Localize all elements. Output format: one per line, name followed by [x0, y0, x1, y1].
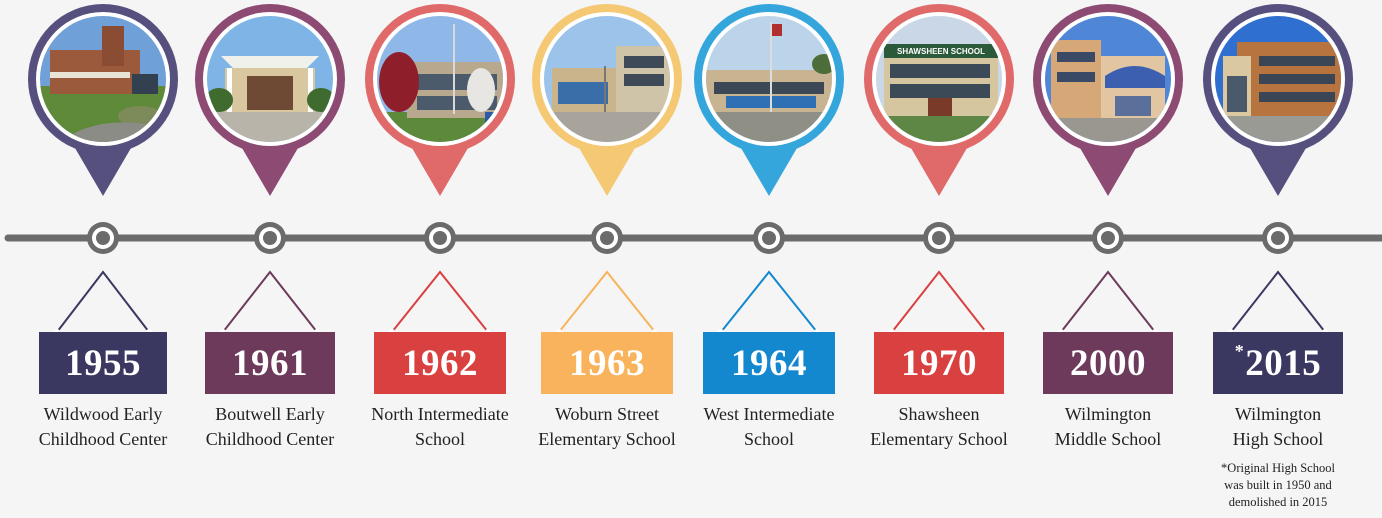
school-photo-woburn	[544, 16, 670, 142]
timeline-node-1961	[254, 222, 286, 254]
year-label: 1955	[65, 342, 141, 384]
timeline-node-2000	[1092, 222, 1124, 254]
year-sign-2015: *2015	[1213, 332, 1343, 394]
timeline-node-1970	[923, 222, 955, 254]
sign-string-1970	[889, 270, 989, 335]
year-label: 2000	[1070, 342, 1146, 384]
year-label: 1964	[731, 342, 807, 384]
year-sign-1970: 1970	[874, 332, 1004, 394]
school-name-line1: Woburn Street	[554, 404, 660, 424]
timeline-node-2015	[1262, 222, 1294, 254]
map-pin-1970: SHAWSHEEN SCHOOL	[854, 0, 1024, 200]
map-pin-2015	[1193, 0, 1363, 200]
school-name-line2: Childhood Center	[38, 429, 168, 449]
year-sign-1963: 1963	[541, 332, 673, 394]
school-name-line2: High School	[1232, 429, 1324, 449]
school-name-line1: West Intermediate	[703, 404, 835, 424]
school-name-line2: Childhood Center	[205, 429, 335, 449]
year-sign-1961: 1961	[205, 332, 335, 394]
school-name-line1: North Intermediate	[371, 404, 509, 424]
school-name-line1: Wilmington	[1234, 404, 1322, 424]
year-label: 2015	[1245, 342, 1322, 384]
year-label: 1970	[901, 342, 977, 384]
sign-string-1955	[54, 270, 152, 335]
year-label: 1962	[402, 342, 478, 384]
school-photo-high	[1215, 16, 1341, 142]
school-name-line1: Wilmington	[1064, 404, 1152, 424]
school-photo-wildwood	[40, 16, 166, 142]
sign-string-1961	[220, 270, 320, 335]
school-photo-west	[706, 16, 832, 142]
school-photo-boutwell	[207, 16, 333, 142]
school-name-line1: Boutwell Early	[215, 404, 325, 424]
year-sign-2000: 2000	[1043, 332, 1173, 394]
year-sign-1962: 1962	[374, 332, 506, 394]
map-pin-1955	[18, 0, 188, 200]
map-pin-1961	[185, 0, 355, 200]
timeline-node-1963	[591, 222, 623, 254]
footnote-line1: *Original High School	[1221, 461, 1335, 475]
school-photo-shawsheen: SHAWSHEEN SCHOOL	[876, 16, 1002, 142]
sign-string-1962	[389, 270, 490, 335]
year-label: 1961	[232, 342, 308, 384]
school-name-line2: Elementary School	[870, 429, 1008, 449]
school-name-line1: Shawsheen	[898, 404, 980, 424]
year-sign-1964: 1964	[703, 332, 835, 394]
footnote-marker: *	[1234, 340, 1245, 361]
sign-string-1964	[718, 270, 819, 335]
sign-string-1963	[556, 270, 657, 335]
shawsheen-building-sign: SHAWSHEEN SCHOOL	[897, 47, 985, 56]
footnote-line2: was built in 1950 and	[1224, 478, 1332, 492]
map-pin-1963	[522, 0, 692, 200]
map-pin-1962	[355, 0, 525, 200]
school-photo-north	[377, 16, 503, 142]
footnote-line3: demolished in 2015	[1228, 495, 1328, 509]
map-pin-2000	[1023, 0, 1193, 200]
sign-string-2015	[1228, 270, 1328, 335]
year-label: 1963	[569, 342, 645, 384]
school-photo-middle	[1045, 16, 1171, 142]
timeline-node-1964	[753, 222, 785, 254]
school-name-line2: Elementary School	[538, 429, 676, 449]
school-name-line2: School	[414, 429, 465, 449]
footnote: *Original High School was built in 1950 a…	[1208, 460, 1348, 511]
sign-string-2000	[1058, 270, 1158, 335]
timeline-node-1962	[424, 222, 456, 254]
school-name-line1: Wildwood Early	[43, 404, 163, 424]
timeline-node-1955	[87, 222, 119, 254]
map-pin-1964	[684, 0, 854, 200]
school-name-line2: Middle School	[1054, 429, 1162, 449]
school-name-line2: School	[743, 429, 794, 449]
year-sign-1955: 1955	[39, 332, 167, 394]
